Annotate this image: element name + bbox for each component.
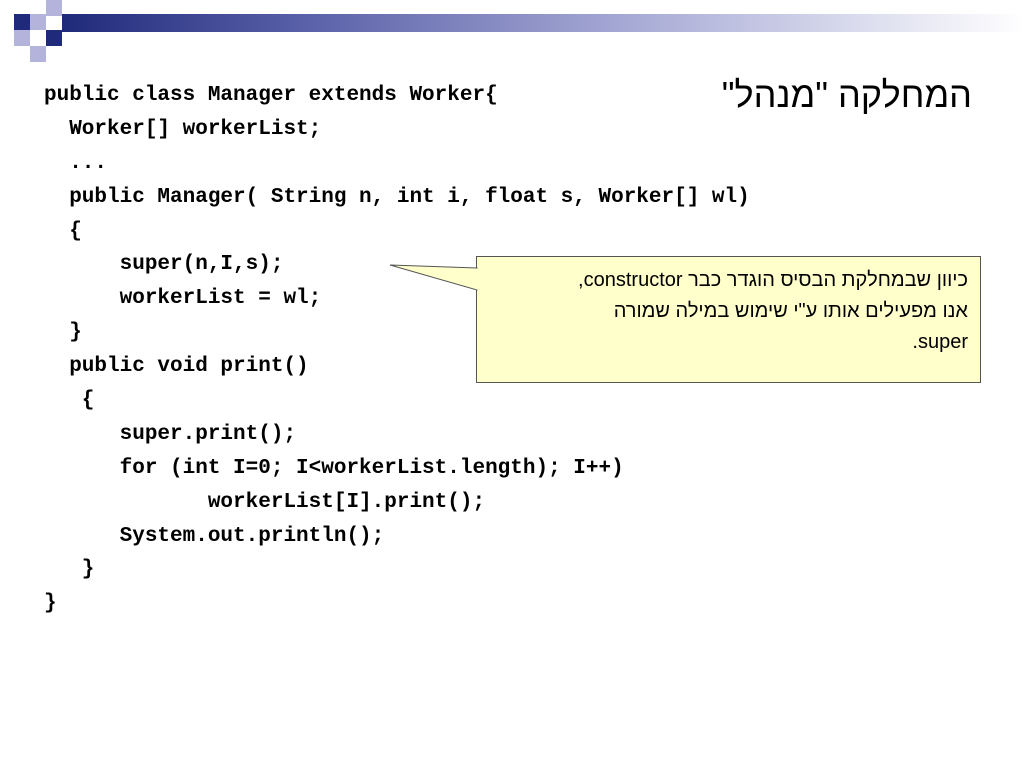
code-line: System.out.println(); xyxy=(44,524,385,548)
deco-square xyxy=(30,14,46,30)
code-line: } xyxy=(44,558,95,582)
callout-line: super. xyxy=(912,331,968,353)
slide-title: המחלקה "מנהל" xyxy=(721,74,972,115)
code-block: public class Manager extends Worker{ Wor… xyxy=(44,79,750,621)
code-line: public class Manager extends Worker{ xyxy=(44,84,498,107)
deco-square xyxy=(14,30,30,46)
deco-square xyxy=(14,14,30,30)
callout-line: כיוון שבמחלקת הבסיס הוגדר כבר constructo… xyxy=(578,269,968,291)
code-line: super.print(); xyxy=(44,422,297,446)
code-line: workerList[I].print(); xyxy=(44,490,486,514)
deco-square xyxy=(46,0,62,16)
code-line: for (int I=0; I<workerList.length); I++) xyxy=(44,456,624,480)
callout-pointer xyxy=(389,264,479,291)
callout-box: כיוון שבמחלקת הבסיס הוגדר כבר constructo… xyxy=(476,256,981,383)
code-line: { xyxy=(44,389,95,413)
code-line: } xyxy=(44,592,57,616)
deco-square xyxy=(30,46,46,62)
code-line: public Manager( String n, int i, float s… xyxy=(44,185,750,209)
code-line: public void print() xyxy=(44,355,309,379)
callout-line: אנו מפעילים אותו ע"י שימוש במילה שמורה xyxy=(613,300,968,322)
code-line: ... xyxy=(44,151,108,175)
code-line: Worker[] workerList; xyxy=(44,117,322,141)
deco-square xyxy=(46,30,62,46)
code-line: { xyxy=(44,219,82,243)
code-line: super(n,I,s); xyxy=(44,253,284,277)
header-gradient-bar xyxy=(62,14,1024,32)
code-line: } xyxy=(44,321,82,345)
code-line: workerList = wl; xyxy=(44,287,322,311)
header-decoration xyxy=(0,0,1024,62)
